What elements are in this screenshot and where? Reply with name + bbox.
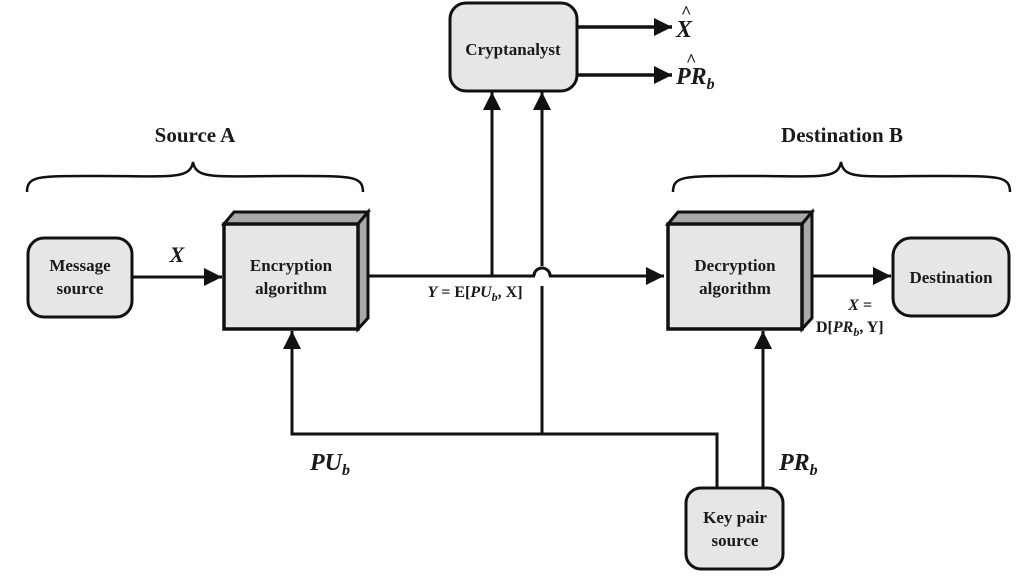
destination-label: Destination xyxy=(909,268,993,287)
decryption-line2: algorithm xyxy=(699,279,771,298)
key-pair-line2: source xyxy=(712,531,759,550)
message-source-box: Message source xyxy=(26,236,134,319)
section-title-destination: Destination B xyxy=(781,123,903,147)
source-brace xyxy=(25,161,365,193)
xhat-label: X xyxy=(675,17,693,43)
message-source-line2: source xyxy=(57,279,104,298)
private-key-label: PRb xyxy=(778,450,818,479)
prhat-label: PRb xyxy=(675,64,715,93)
encryption-line1: Encryption xyxy=(250,256,333,275)
message-source-line1: Message xyxy=(49,256,111,275)
encryption-line2: algorithm xyxy=(255,279,327,298)
key-pair-line1: Key pair xyxy=(703,508,767,527)
public-key-label: PUb xyxy=(309,450,350,479)
decryption-line1: Decryption xyxy=(694,256,776,275)
encryption-algorithm-box: Encryption algorithm xyxy=(220,207,372,333)
decrypted-label-line2: D[PRb, Y] xyxy=(816,319,884,339)
plaintext-label: X xyxy=(169,242,186,267)
cryptanalyst-label: Cryptanalyst xyxy=(465,40,561,59)
cryptanalyst-box: Cryptanalyst xyxy=(448,1,579,93)
publickey-line xyxy=(283,331,719,488)
key-pair-source-box: Key pair source xyxy=(684,486,785,571)
destination-brace xyxy=(671,161,1012,193)
xhat-hat: ^ xyxy=(681,2,691,22)
destination-box: Destination xyxy=(891,236,1011,318)
arrow-ciphertext xyxy=(368,266,664,285)
prhat-hat: ^ xyxy=(686,50,696,70)
section-title-source: Source A xyxy=(155,123,237,147)
decrypted-label-line1: X = xyxy=(847,297,872,314)
decryption-algorithm-box: Decryption algorithm xyxy=(664,207,816,333)
ciphertext-label: Y = E[PUb, X] xyxy=(427,284,522,304)
